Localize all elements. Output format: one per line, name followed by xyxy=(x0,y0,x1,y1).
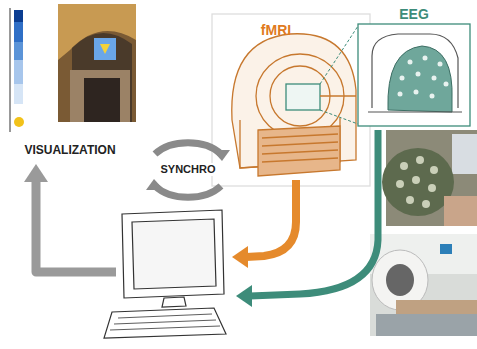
visualization-photo xyxy=(58,4,136,122)
mri-patient-photo xyxy=(370,234,477,336)
computer xyxy=(104,210,226,338)
output-label: VISUALIZATION xyxy=(24,144,115,158)
synchro-cycle xyxy=(146,143,230,198)
fmri-scanner xyxy=(212,14,370,186)
synchro-label: SYNCHRO xyxy=(158,163,217,176)
fmri-data-arrow xyxy=(232,180,296,268)
scanner-label: fMRI xyxy=(261,22,291,38)
visualization-arrow xyxy=(24,164,116,272)
eeg-cap-photo xyxy=(382,130,477,226)
eeg-head xyxy=(320,24,470,126)
color-scale xyxy=(10,8,24,132)
scanner-label: EEG xyxy=(399,6,429,22)
eeg-data-arrow xyxy=(236,130,378,307)
